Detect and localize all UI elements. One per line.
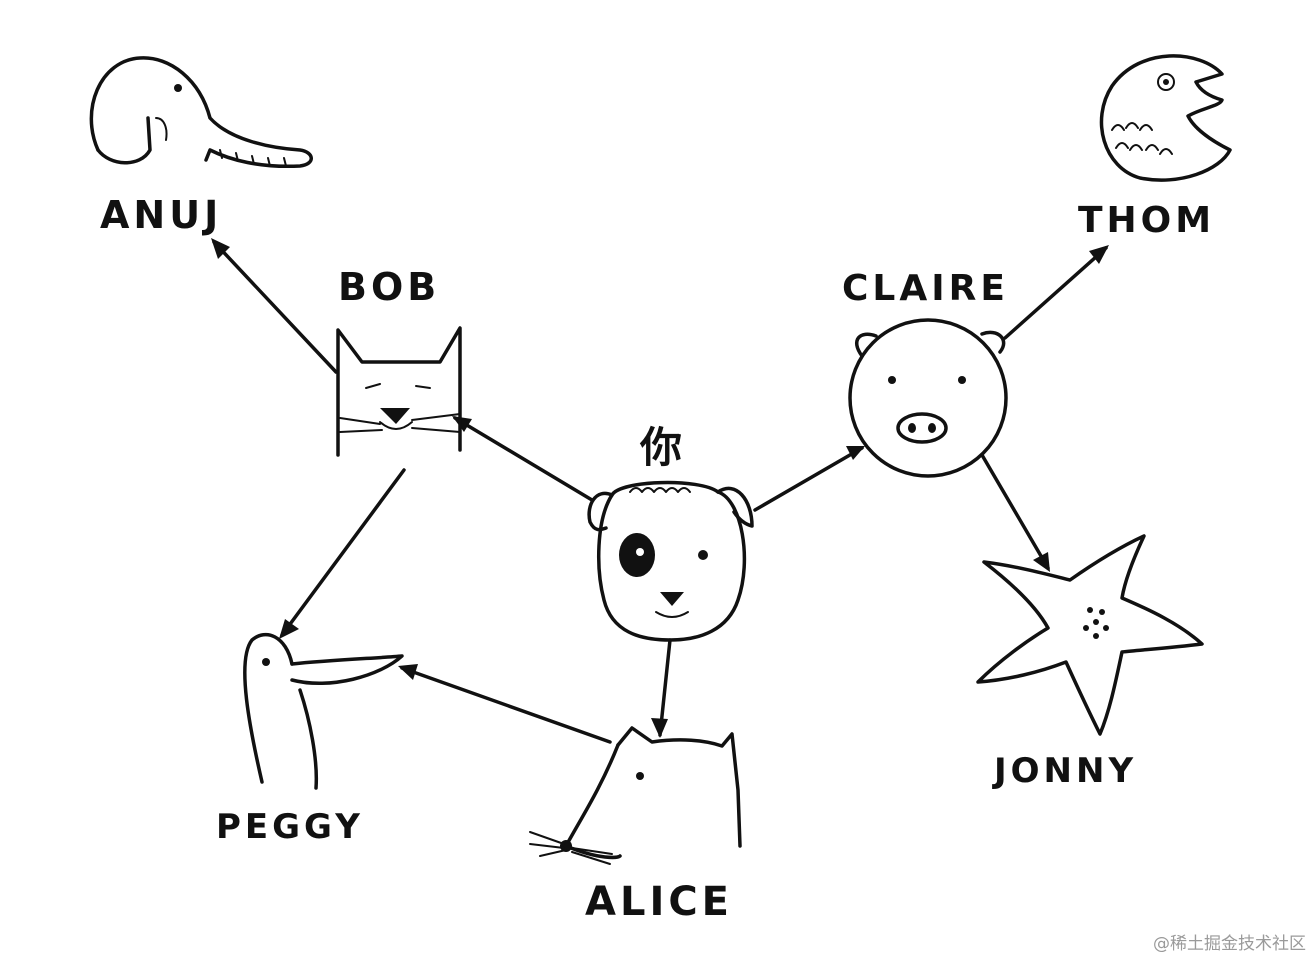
arrowhead-peggy-from-bob [279, 619, 299, 639]
arrowhead-alice [651, 718, 668, 738]
edge-alice-to-peggy [400, 666, 612, 744]
arrowheads-layer [211, 238, 1109, 738]
node-peggy-label: PEGGY [216, 807, 364, 847]
arrowhead-bob [452, 416, 472, 432]
edge-bob-to-anuj [212, 240, 338, 374]
edge-claire-to-thom [1003, 246, 1108, 340]
arrowhead-peggy-from-alice [398, 664, 418, 680]
node-jonny-label: JONNY [992, 751, 1137, 791]
arrowhead-anuj [211, 238, 230, 259]
node-thom-label: THOM [1078, 200, 1215, 241]
node-jonny: JONNY [976, 534, 1204, 791]
node-anuj-label: ANUJ [100, 193, 222, 237]
node-you: 你 [587, 423, 754, 642]
elephant-icon [89, 56, 313, 169]
mouse-face-icon [529, 726, 742, 865]
node-bob-label: BOB [338, 265, 440, 309]
watermark-text: @稀土掘金技术社区 [1153, 934, 1306, 954]
arrowhead-jonny [1033, 552, 1050, 572]
pig-face-icon [848, 318, 1008, 478]
node-thom: THOM [1078, 54, 1232, 241]
node-you-label: 你 [639, 423, 682, 472]
node-bob: BOB [336, 265, 462, 457]
node-alice-label: ALICE [585, 879, 733, 925]
dog-face-icon [587, 480, 754, 642]
starfish-icon [976, 534, 1204, 736]
bird-icon [243, 632, 404, 790]
edge-you-to-bob [453, 416, 594, 502]
node-peggy: PEGGY [216, 632, 404, 847]
edge-you-to-claire [753, 446, 864, 512]
node-claire: CLAIRE [842, 268, 1009, 478]
node-alice: ALICE [529, 726, 742, 925]
fish-icon [1099, 54, 1232, 182]
node-anuj: ANUJ [89, 56, 313, 237]
node-claire-label: CLAIRE [842, 268, 1009, 309]
cat-face-icon [336, 326, 462, 457]
edge-bob-to-peggy [280, 468, 406, 637]
edge-claire-to-jonny [980, 453, 1050, 570]
edges-layer [212, 240, 1108, 744]
arrowhead-claire [846, 446, 865, 460]
arrowhead-thom [1089, 245, 1109, 264]
